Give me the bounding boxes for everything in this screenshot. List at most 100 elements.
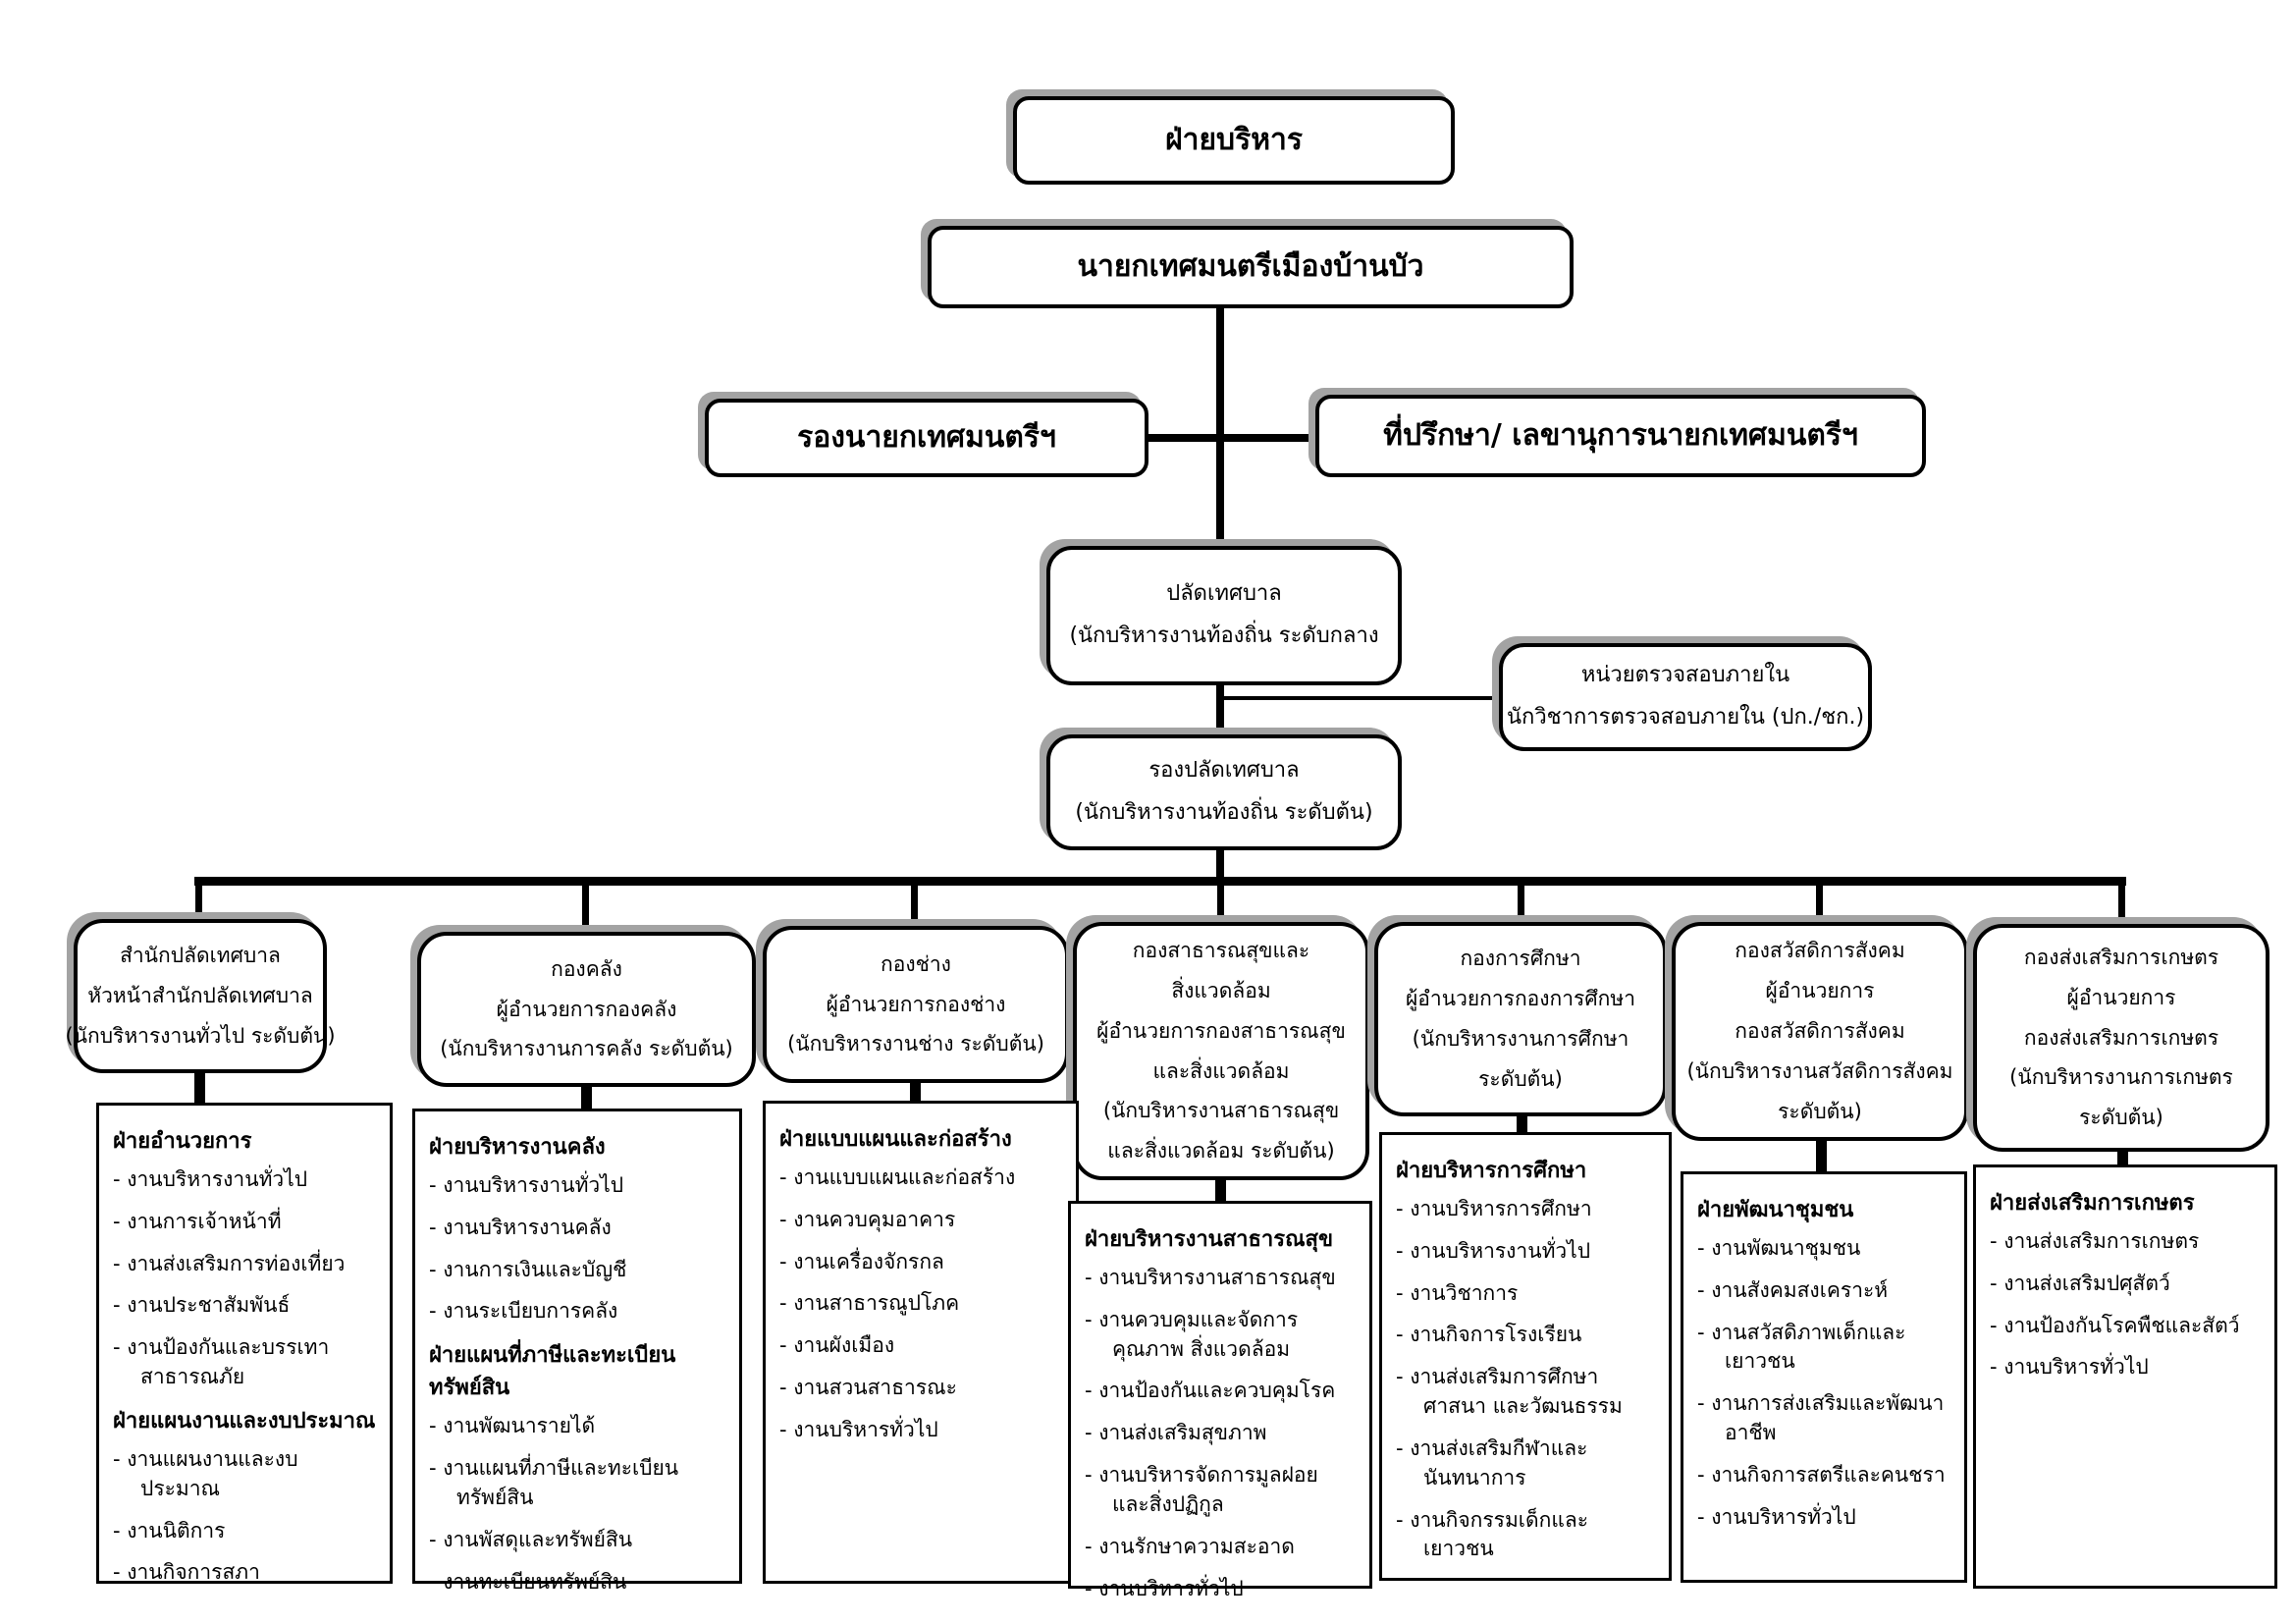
work-item: - งานพัสดุและทรัพย์สิน [429, 1527, 633, 1551]
work-item: - งานส่งเสริมการศึกษา ศาสนา และวัฒนธรรม [1396, 1365, 1623, 1419]
work-item: - งานบริหารงานทั่วไป [429, 1173, 624, 1197]
work-item: - งานแบบแผนและก่อสร้าง [779, 1165, 1016, 1189]
dept-list-box-3: ฝ่ายแบบแผนและก่อสร้าง - งานแบบแผนและก่อสร… [763, 1101, 1079, 1584]
advisor-secretary-box: ที่ปรึกษา/ เลขานุการนายกเทศมนตรีฯ [1315, 395, 1926, 477]
work-item: - งานควบคุมและจัดการคุณภาพ สิ่งแวดล้อม [1085, 1307, 1299, 1361]
dept-header-box-6: กองสวัสดิการสังคมผู้อำนวยการกองสวัสดิการ… [1672, 922, 1968, 1141]
box-text-line: และสิ่งแวดล้อม [1152, 1058, 1290, 1083]
box-text-line: (นักบริหารงานการศึกษา [1412, 1027, 1629, 1051]
dept-header-box-7: กองส่งเสริมการเกษตรผู้อำนวยการกองส่งเสริ… [1973, 924, 2269, 1152]
deputy-mayor-box: รองนายกเทศมนตรีฯ [705, 399, 1148, 477]
connector-deputy-to-advisor [1147, 434, 1315, 442]
work-item: - งานสาธารณูปโภค [779, 1291, 960, 1316]
connector-tick-dept-6 [1816, 1141, 1827, 1171]
connector-tick-dept-2 [581, 1087, 592, 1109]
work-item: - งานป้องกันและบรรเทาสาธารณภัย [113, 1335, 330, 1389]
box-text-line: ผู้อำนวยการกองการศึกษา [1406, 987, 1635, 1011]
deputy-mayor-label: รองนายกเทศมนตรีฯ [797, 419, 1056, 455]
connector-bus [194, 877, 2126, 886]
box-text-line: (นักบริหารงานช่าง ระดับต้น) [787, 1032, 1044, 1056]
work-item: - งานกิจการสตรีและคนชรา [1697, 1462, 1946, 1487]
box-text-line: สำนักปลัดเทศบาล [120, 944, 281, 968]
connector-drop-dept-2 [582, 884, 589, 932]
work-item: - งานบริหารจัดการมูลฝอย และสิ่งปฏิกูล [1085, 1463, 1318, 1516]
work-item: - งานส่งเสริมการเกษตร [1990, 1229, 2200, 1253]
municipal-clerk-box: ปลัดเทศบาล (นักบริหารงานท้องถิ่น ระดับกลา… [1046, 546, 1402, 685]
connector-tick-dept-4 [1215, 1180, 1226, 1201]
work-item: - งานส่งเสริมสุขภาพ [1085, 1421, 1267, 1445]
dept-header-box-5: กองการศึกษาผู้อำนวยการกองการศึกษา(นักบริ… [1374, 922, 1667, 1116]
section-title: ฝ่ายบริหารงานสาธารณสุข [1085, 1227, 1333, 1252]
work-item: - งานรักษาความสะอาด [1085, 1534, 1295, 1558]
connector-mayor-to-clerk [1216, 306, 1224, 550]
box-text-line: (นักบริหารงานสาธารณสุข [1102, 1099, 1340, 1123]
work-item: - งานกิจกรรมเด็กและเยาวชน [1396, 1507, 1589, 1561]
connector-drop-dept-3 [911, 884, 918, 926]
work-item: - งานส่งเสริมการท่องเที่ยว [113, 1251, 346, 1275]
dept-list-box-1: ฝ่ายอำนวยการ- งานบริหารงานทั่วไป- งานการ… [96, 1103, 393, 1584]
internal-audit-box: หน่วยตรวจสอบภายในนักวิชาการตรวจสอบภายใน … [1499, 643, 1872, 751]
section-title: ฝ่ายบริหารการศึกษา [1396, 1159, 1587, 1183]
connector-drop-dept-6 [1816, 884, 1823, 922]
section-title: ฝ่ายบริหารงานคลัง [429, 1135, 606, 1160]
box-text-line: ระดับต้น) [1778, 1099, 1862, 1123]
box-text-line: (นักบริหารงานท้องถิ่น ระดับกลาง [1069, 623, 1379, 648]
dept-list-box-5: ฝ่ายบริหารการศึกษา - งานบริหารการศึกษา - ง… [1379, 1132, 1672, 1581]
work-item: - งานผังเมือง [779, 1333, 895, 1358]
deputy-clerk-box: รองปลัดเทศบาล(นักบริหารงานท้องถิ่น ระดับ… [1046, 734, 1402, 850]
box-text-line: ระดับต้น) [2079, 1106, 2163, 1130]
box-text-line: สิ่งแวดล้อม [1171, 978, 1271, 1002]
work-item: - งานกิจการโรงเรียน [1396, 1323, 1582, 1347]
connector-tick-dept-5 [1517, 1116, 1527, 1132]
box-text-line: และสิ่งแวดล้อม ระดับต้น) [1107, 1139, 1335, 1164]
dept-list-box-2: ฝ่ายบริหารงานคลัง - งานบริหารงานทั่วไป - ง… [412, 1109, 742, 1594]
dept-list-box-7: ฝ่ายส่งเสริมการเกษตร- งานส่งเสริมการเกษต… [1973, 1164, 2277, 1589]
work-item: - งานควบคุมอาคาร [779, 1207, 956, 1231]
work-item: - งานบริหารงานคลัง [429, 1215, 612, 1239]
box-text-line: กองส่งเสริมการเกษตร [2023, 945, 2219, 969]
box-text-line: กองคลัง [551, 956, 622, 981]
work-item: - งานส่งเสริมปศุสัตว์ [1990, 1271, 2170, 1295]
work-item: - งานบริหารทั่วไป [779, 1417, 938, 1441]
box-text-line: กองสาธารณสุขและ [1132, 938, 1310, 962]
box-text-line: ผู้อำนวยการกองคลัง [496, 997, 677, 1021]
work-item: - งานบริหารทั่วไป [1085, 1576, 1244, 1600]
work-item: - งานกิจการสภา [113, 1560, 260, 1585]
connector-clerk-to-deputy-clerk [1216, 683, 1224, 736]
connector-tick-dept-1 [194, 1072, 205, 1103]
connector-audit-branch [1220, 696, 1499, 700]
section-title: ฝ่ายแผนงานและงบประมาณ [113, 1408, 376, 1434]
work-item: - งานส่งเสริมกีฬาและนันทนาการ [1396, 1435, 1588, 1489]
box-text-line: ผู้อำนวยการกองช่าง [826, 992, 1006, 1016]
executive-box: ฝ่ายบริหาร [1013, 96, 1455, 185]
box-text-line: หัวหน้าสำนักปลัดเทศบาล [87, 984, 313, 1008]
advisor-secretary-label: ที่ปรึกษา/ เลขานุการนายกเทศมนตรีฯ [1383, 417, 1858, 453]
work-item: - งานแผนงานและงบประมาณ [113, 1446, 298, 1500]
work-item: - งานนิติการ [113, 1518, 226, 1543]
work-item: - งานสังคมสงเคราะห์ [1697, 1277, 1889, 1302]
dept-header-box-4: กองสาธารณสุขและสิ่งแวดล้อมผู้อำนวยการกอง… [1073, 922, 1369, 1180]
box-text-line: ผู้อำนวยการ [2066, 985, 2176, 1009]
box-text-line: (นักบริหารงานท้องถิ่น ระดับต้น) [1075, 800, 1373, 825]
box-text-line: ระดับต้น) [1478, 1066, 1563, 1091]
section-title: ฝ่ายแผนที่ภาษีและทะเบียนทรัพย์สิน [429, 1343, 676, 1401]
work-item: - งานพัฒนาชุมชน [1697, 1236, 1861, 1260]
section-title: ฝ่ายอำนวยการ [113, 1129, 252, 1154]
work-item: - งานสวัสดิภาพเด็กและเยาวชน [1697, 1320, 1906, 1374]
work-item: - งานบริหารงานทั่วไป [113, 1167, 308, 1191]
work-item: - งานพัฒนารายได้ [429, 1414, 596, 1438]
work-item: - งานบริหารการศึกษา [1396, 1197, 1592, 1220]
dept-header-box-1: สำนักปลัดเทศบาลหัวหน้าสำนักปลัดเทศบาล(นั… [65, 919, 336, 1073]
connector-drop-dept-1 [195, 884, 202, 919]
box-text-line: กองส่งเสริมการเกษตร [2023, 1025, 2219, 1050]
box-text-line: ปลัดเทศบาล [1166, 581, 1282, 607]
box-text-line: (นักบริหารงานสวัสดิการสังคม [1686, 1058, 1953, 1083]
box-text-line: กองช่าง [881, 951, 951, 976]
dept-header-box-2: กองคลังผู้อำนวยการกองคลัง(นักบริหารงานกา… [417, 932, 756, 1087]
mayor-box: นายกเทศมนตรีเมืองบ้านบัว [928, 226, 1574, 308]
work-item: - งานระเบียบการคลัง [429, 1299, 618, 1324]
box-text-line: ผู้อำนวยการกองสาธารณสุข [1096, 1018, 1346, 1043]
work-item: - งานบริหารทั่วไป [1697, 1504, 1856, 1529]
section-title: ฝ่ายแบบแผนและก่อสร้าง [779, 1127, 1012, 1152]
work-item: - งานการส่งเสริมและพัฒนาอาชีพ [1697, 1391, 1945, 1445]
